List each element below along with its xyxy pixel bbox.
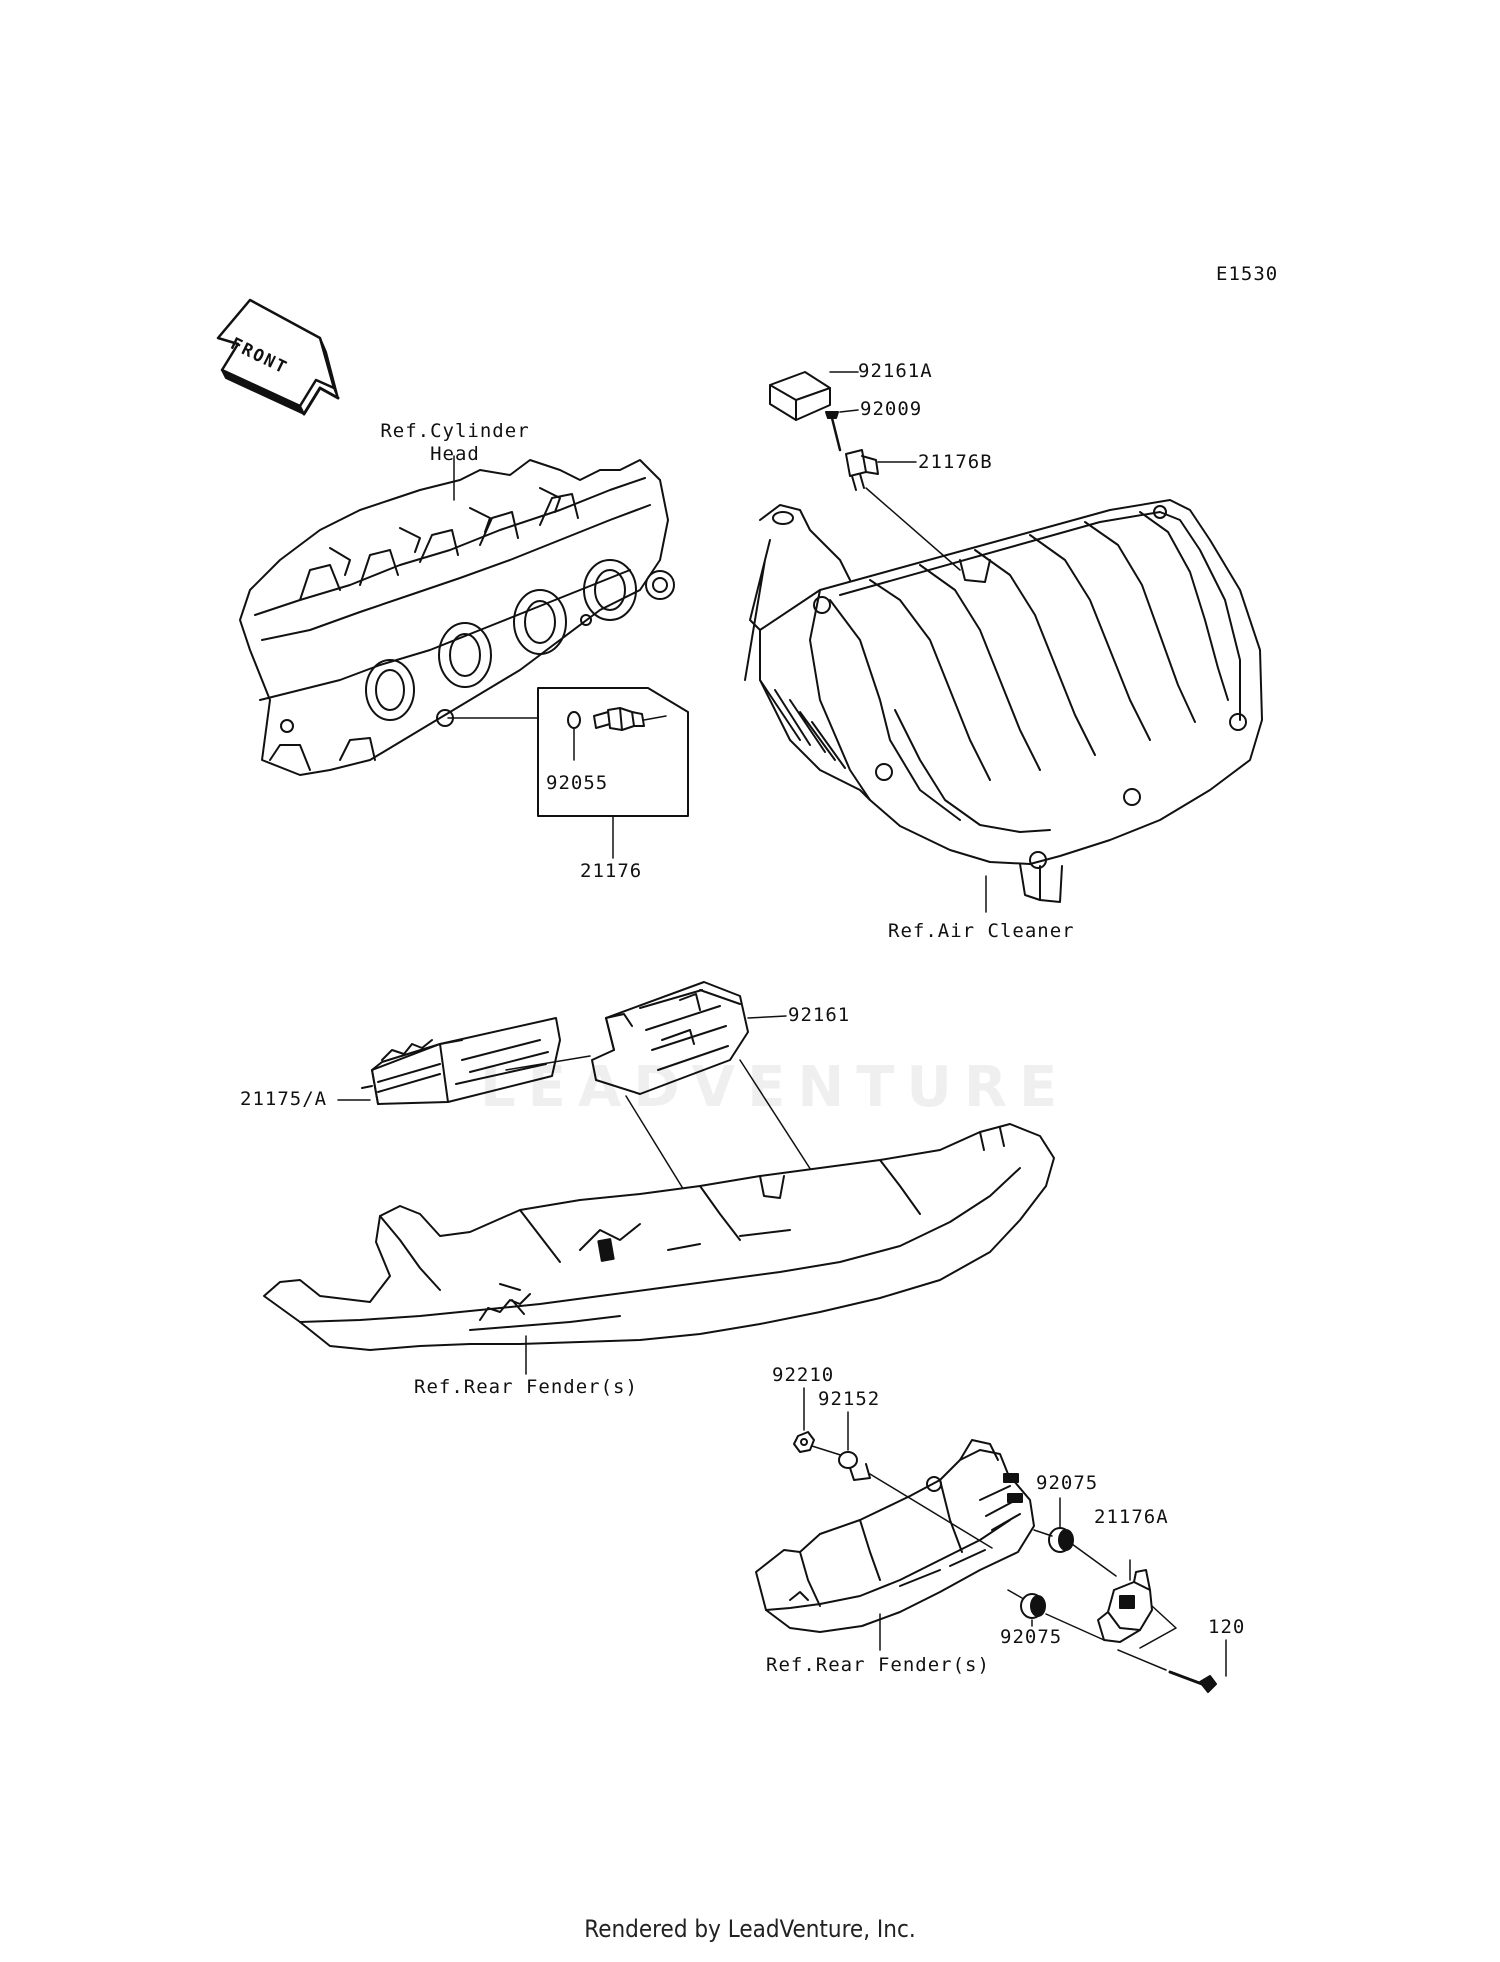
part-label-92075-lower[interactable]: 92075 — [1000, 1626, 1063, 1648]
part-label-21176A[interactable]: 21176A — [1094, 1506, 1169, 1528]
sensor-21176A-icon — [1097, 1569, 1153, 1643]
bolt-120-icon — [1168, 1670, 1217, 1693]
ref-air-cleaner: Ref.Air Cleaner — [888, 920, 1075, 942]
part-label-92161A[interactable]: 92161A — [858, 360, 933, 382]
part-label-92075-upper[interactable]: 92075 — [1036, 1472, 1099, 1494]
sensor-21176B-icon — [845, 449, 879, 491]
sensor-21176-group — [447, 687, 689, 859]
grommet-92075-lower-icon — [1020, 1593, 1046, 1619]
grommet-92075-upper-icon — [1048, 1527, 1074, 1553]
watermark: LEADVENTURE — [480, 1055, 1070, 1120]
air-cleaner-illustration — [744, 499, 1263, 903]
part-label-21176B[interactable]: 21176B — [918, 451, 993, 473]
part-label-92055[interactable]: 92055 — [546, 772, 609, 794]
front-arrow-icon — [216, 298, 340, 416]
rear-fender-lower-illustration — [755, 1439, 1035, 1633]
part-label-92210[interactable]: 92210 — [772, 1364, 835, 1386]
part-label-92161[interactable]: 92161 — [788, 1004, 851, 1026]
ref-cylinder-head-line1: Ref.Cylinder — [380, 420, 530, 442]
washer-92055-icon — [567, 711, 581, 729]
cap-92161A-icon — [769, 371, 831, 421]
ref-rear-fender-upper: Ref.Rear Fender(s) — [414, 1376, 638, 1398]
part-label-21176[interactable]: 21176 — [580, 860, 643, 882]
part-label-92009[interactable]: 92009 — [860, 398, 923, 420]
ecu-21175A-icon — [361, 1017, 561, 1105]
ref-rear-fender-lower: Ref.Rear Fender(s) — [766, 1654, 990, 1676]
sensor-21176-icon — [593, 707, 667, 731]
part-label-21175A[interactable]: 21175/A — [240, 1088, 328, 1110]
footer-credit: Rendered by LeadVenture, Inc. — [584, 1915, 916, 1943]
nut-92210-icon — [793, 1431, 815, 1453]
cylinder-head-illustration — [239, 459, 675, 776]
part-label-120[interactable]: 120 — [1208, 1616, 1246, 1638]
screw-92009-icon — [825, 411, 842, 452]
part-label-92152[interactable]: 92152 — [818, 1388, 881, 1410]
diagram-code: E1530 — [1216, 263, 1279, 285]
collar-92152-icon — [838, 1451, 871, 1481]
bracket-92161-icon — [591, 981, 749, 1095]
rear-fender-upper-illustration — [263, 1123, 1055, 1351]
ref-cylinder-head-line2: Head — [430, 443, 480, 465]
